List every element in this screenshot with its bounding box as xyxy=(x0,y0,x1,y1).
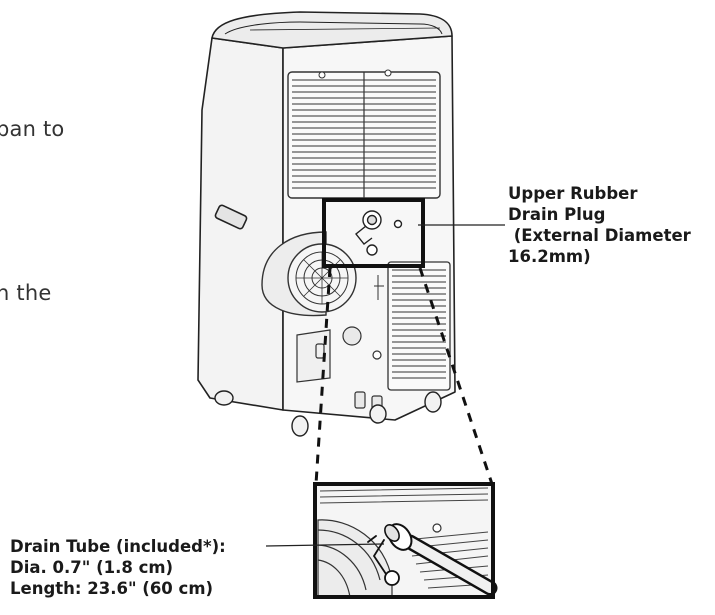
upper-plug-label-line1: Upper Rubber xyxy=(508,184,638,203)
plug-highlight-box xyxy=(322,198,425,268)
drain-tube-label-line3: Length: 23.6" (60 cm) xyxy=(10,579,214,598)
upper-plug-label-line4: 16.2mm) xyxy=(508,247,591,266)
cropped-text-1: pan to xyxy=(0,117,65,141)
upper-grille xyxy=(287,69,441,199)
drain-tube-callout: Drain Tube (included*): Dia. 0.7" (1.8 c… xyxy=(10,536,226,599)
drain-tube-leader-line xyxy=(265,543,385,547)
drain-tube-label-line2: Dia. 0.7" (1.8 cm) xyxy=(10,558,174,577)
drain-tube xyxy=(367,523,498,596)
zoom-dashed-lines xyxy=(314,267,494,485)
caster-wheels xyxy=(214,390,442,437)
upper-drain-plug xyxy=(355,210,403,256)
upper-plug-callout: Upper Rubber Drain Plug (External Diamet… xyxy=(508,183,691,267)
upper-plug-label-line2: Drain Plug xyxy=(508,205,606,224)
back-panel-details xyxy=(296,275,384,413)
cropped-text-2: n the xyxy=(0,281,52,305)
upper-plug-label-line3: (External Diameter xyxy=(508,226,691,245)
drain-tube-label-line1: Drain Tube (included*): xyxy=(10,537,226,556)
detail-inset xyxy=(313,482,498,599)
lower-grille xyxy=(387,261,451,391)
